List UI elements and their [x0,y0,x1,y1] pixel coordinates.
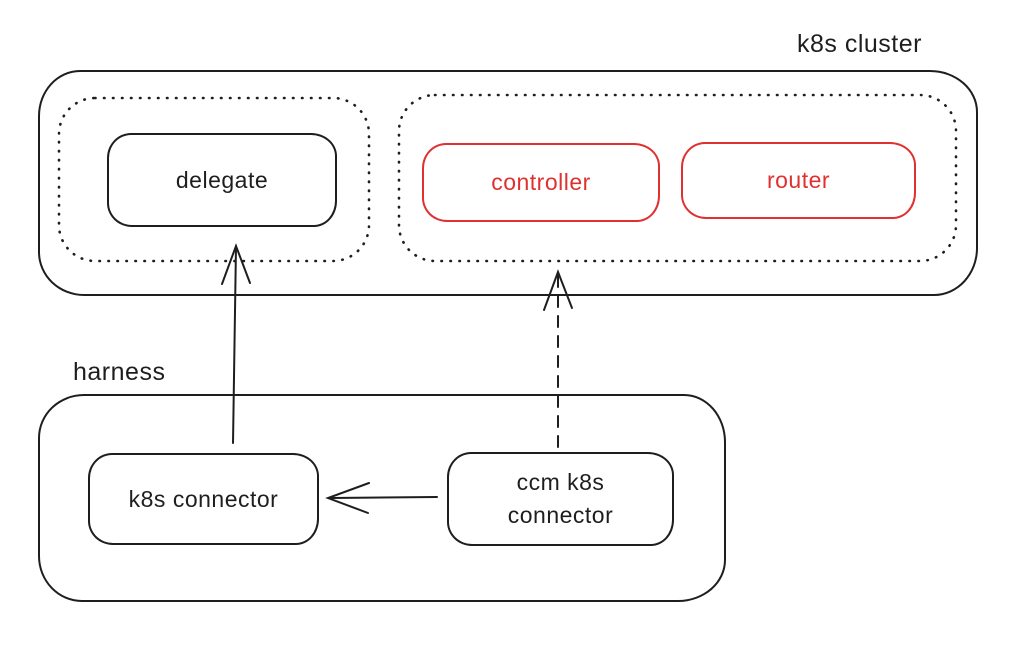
harness-label: harness [73,358,166,386]
delegate-node: delegate [107,133,337,227]
ccm-k8s-connector-node-label: ccm k8s connector [507,469,614,528]
harness-container [38,394,726,602]
k8s-connector-node: k8s connector [88,453,319,545]
k8s-cluster-label: k8s cluster [797,30,922,58]
k8s-connector-node-label: k8s connector [128,485,279,512]
ccm-k8s-connector-node: ccm k8s connector [447,452,674,546]
controller-node: controller [422,143,660,222]
router-node-label: router [766,167,831,193]
k8s-cluster-container [38,70,978,296]
delegate-node-label: delegate [175,166,269,193]
router-node: router [681,142,916,219]
controller-node-label: controller [491,169,591,195]
